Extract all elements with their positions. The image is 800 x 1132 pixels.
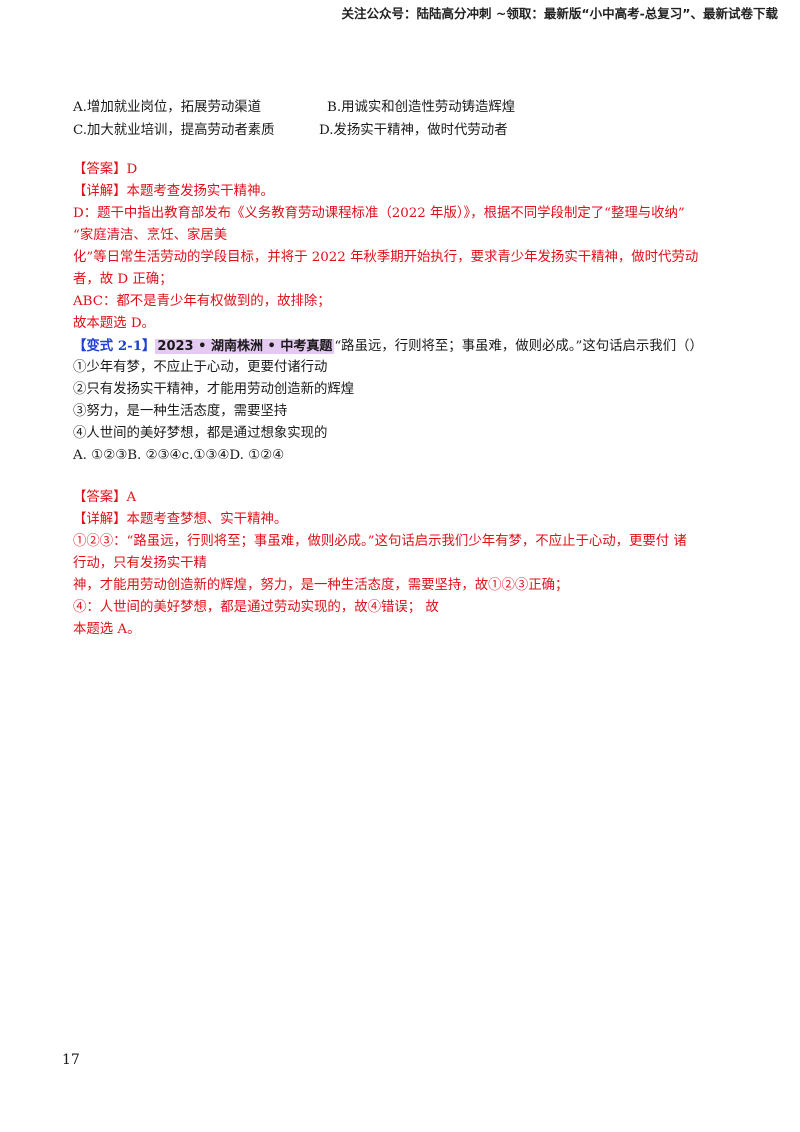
question-stem: “路虽远，行则将至；事虽难，做则必成。”这句话启示我们（） bbox=[334, 339, 703, 354]
statement-item: ④人世间的美好梦想，都是通过想象实现的 bbox=[73, 426, 328, 441]
explanation-line: D：题干中指出教育部发布《义务教育劳动课程标准（2022 年版）》，根据不同学段… bbox=[73, 206, 685, 221]
answer-label: 【答案】A bbox=[73, 490, 137, 505]
explanation-line: 化”等日常生活劳动的学段目标，并将于 2022 年秋季期开始执行，要求青少年发扬… bbox=[73, 250, 699, 265]
explanation-line: ①②③：“路虽远，行则将至；事虽难，做则必成。”这句话启示我们少年有梦，不应止于… bbox=[73, 534, 687, 549]
explanation-line: ABC：都不是青少年有权做到的，故排除； bbox=[73, 294, 331, 309]
answer-label: 【答案】D bbox=[73, 162, 138, 177]
page-header: 关注公众号：陆陆高分冲刺 ~领取：最新版“小中高考-总复习”、最新试卷下载 bbox=[341, 6, 778, 21]
option-c: C.加大就业培训，提高劳动者素质 bbox=[73, 123, 275, 138]
answer-choices: A. ①②③B. ②③④c.①③④D. ①②④ bbox=[73, 448, 285, 463]
question-stem-line: 【变式 2-1】2023 • 湖南株洲 • 中考真题“路虽远，行则将至；事虽难，… bbox=[73, 336, 703, 357]
option-a: A.增加就业岗位，拓展劳动渠道 bbox=[73, 100, 262, 115]
explanation-line: 者，故 D 正确； bbox=[73, 272, 173, 287]
explanation-line: 本题选 A。 bbox=[73, 622, 141, 637]
variant-tag: 【变式 2-1】 bbox=[73, 338, 156, 354]
option-d: D.发扬实干精神，做时代劳动者 bbox=[319, 123, 508, 138]
source-tag: 2023 • 湖南株洲 • 中考真题 bbox=[155, 339, 335, 354]
statement-item: ③努力，是一种生活态度，需要坚持 bbox=[73, 404, 288, 419]
page-number: 17 bbox=[62, 1052, 80, 1068]
statement-item: ①少年有梦，不应止于心动，更要付诸行动 bbox=[73, 360, 328, 375]
explanation-line: “家庭清洁、烹饪、家居美 bbox=[73, 228, 228, 243]
explanation-line: ④：人世间的美好梦想，都是通过劳动实现的，故④错误； 故 bbox=[73, 600, 439, 615]
explanation-title: 【详解】本题考查梦想、实干精神。 bbox=[73, 512, 288, 527]
statement-item: ②只有发扬实干精神，才能用劳动创造新的辉煌 bbox=[73, 382, 355, 397]
explanation-line: 神，才能用劳动创造新的辉煌，努力，是一种生活态度，需要坚持，故①②③正确； bbox=[73, 578, 569, 593]
explanation-line: 行动，只有发扬实干精 bbox=[73, 556, 207, 571]
option-b: B.用诚实和创造性劳动铸造辉煌 bbox=[327, 100, 516, 115]
explanation-line: 故本题选 D。 bbox=[73, 316, 155, 331]
explanation-title: 【详解】本题考查发扬实干精神。 bbox=[73, 184, 274, 199]
